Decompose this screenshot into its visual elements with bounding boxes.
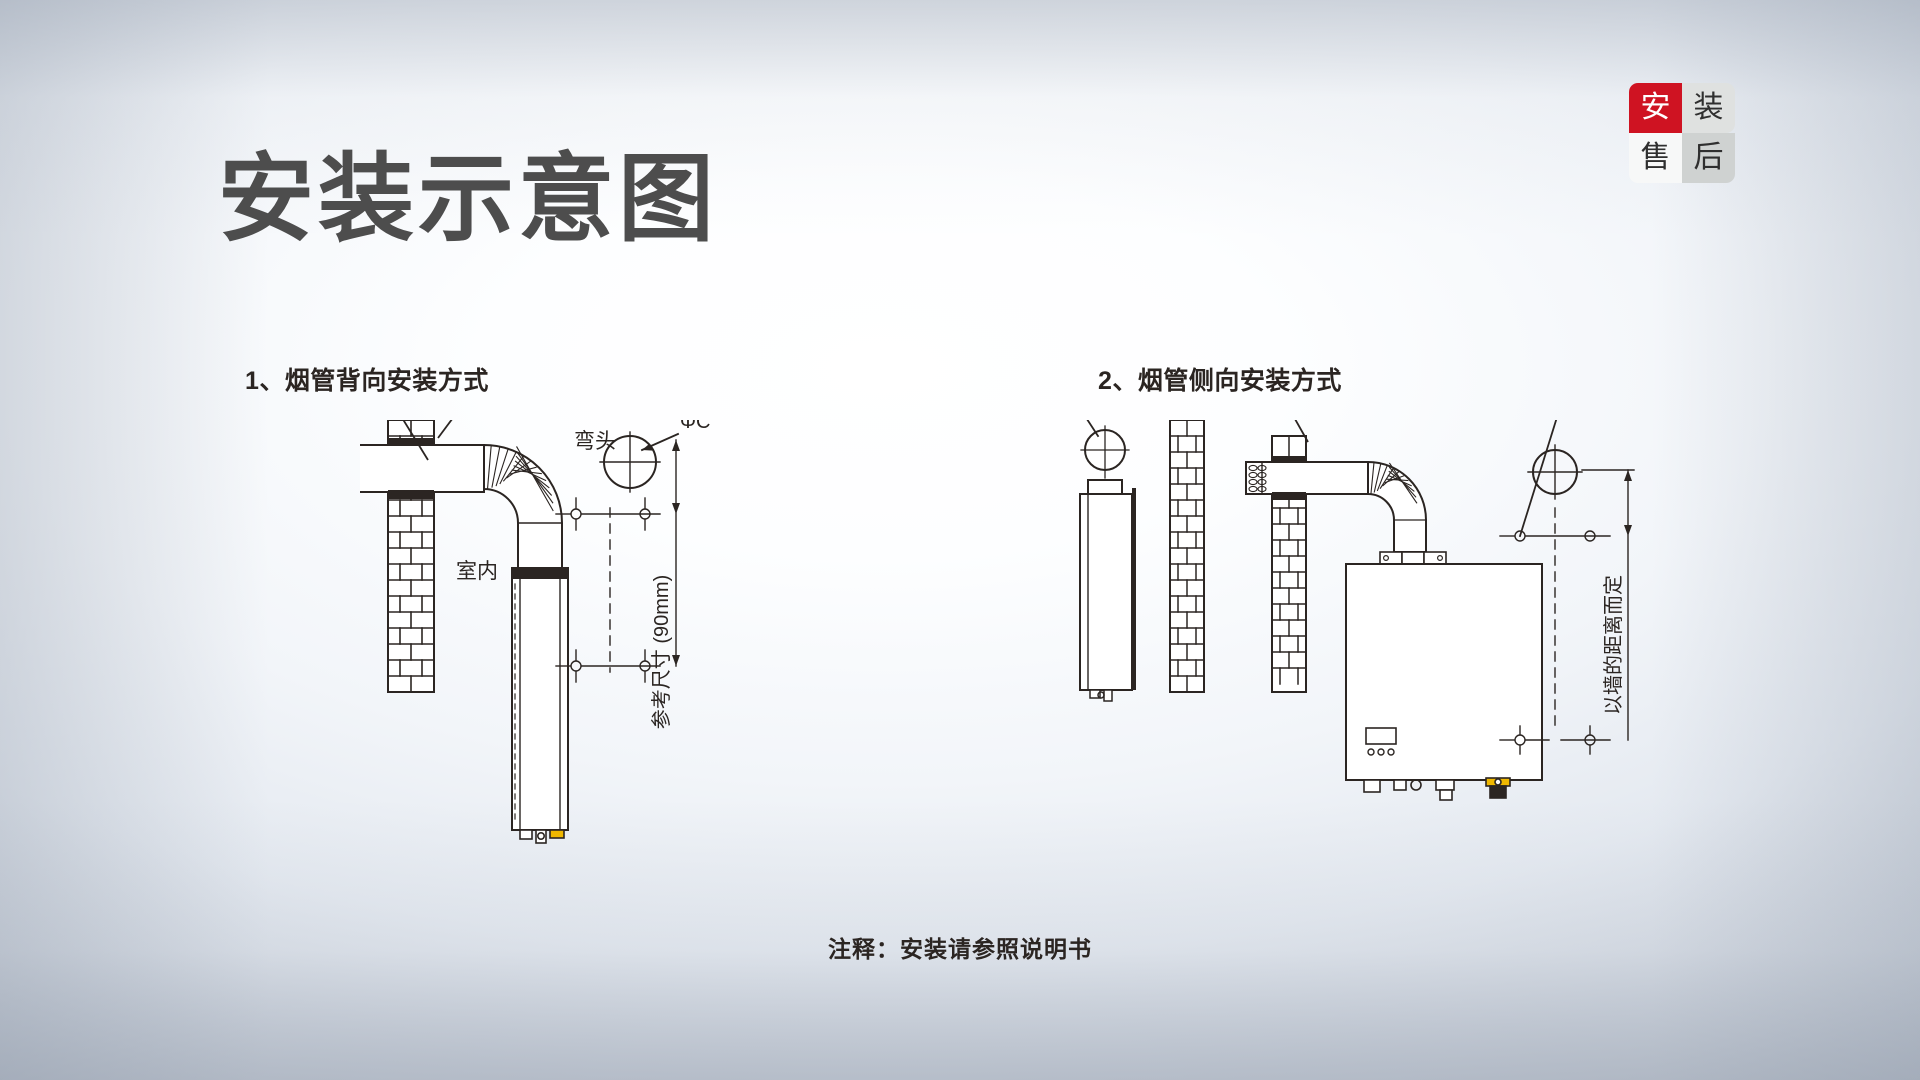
label-elbow: 弯头: [574, 430, 616, 453]
diameter-symbol-left: [599, 431, 680, 493]
subview-heater-front: [1245, 435, 1543, 801]
side-mount-drawing: ΦC D 密封填料 热水器安装孔 以墙的距离而定: [1044, 361, 1635, 801]
water-heater-body-left: [511, 567, 569, 844]
sealing-material-collar: [388, 438, 434, 499]
dimension-construction-left: [555, 439, 680, 683]
page-title: 安装示意图: [218, 146, 718, 253]
water-heater-front: [1345, 551, 1543, 801]
label-diameter-c-left: ΦC: [680, 420, 710, 433]
subview-heater-side: [1066, 388, 1205, 702]
flue-pipe-horizontal: [307, 444, 485, 493]
diagram-side-mount: ΦC D 密封填料 热水器安装孔 以墙的距离而定: [1044, 361, 1650, 890]
heater-bottom-fittings-front: [1363, 777, 1511, 801]
label-wall-distance-note: 以墙的距离而定: [1602, 575, 1625, 715]
logo-tile-shou: 售: [1629, 133, 1682, 183]
footnote-text: 注释：安装请参照说明书: [828, 936, 1092, 962]
heater-bottom-fittings-side: [1089, 689, 1113, 702]
brand-logo: 安 装 售 后: [1629, 83, 1735, 183]
label-reference-dimension: 参考尺寸 (90mm): [650, 575, 673, 729]
section-heading-back-mount: 1、烟管背向安装方式: [245, 367, 489, 395]
label-indoor: 室内: [456, 560, 498, 583]
section-heading-side-mount: 2、烟管侧向安装方式: [1098, 367, 1342, 395]
logo-tile-hou: 后: [1682, 133, 1735, 183]
elbow-bend: [483, 443, 563, 569]
heater-bottom-fittings-left: [519, 829, 565, 844]
diagram-back-mount: 排烟管 墙 密封填料 弯头 ΦC 室外 室内 参考尺寸 (90mm): [298, 367, 920, 890]
logo-tile-zhuang: 装: [1682, 83, 1735, 133]
back-mount-drawing: 排烟管 墙 密封填料 弯头 ΦC 室外 室内 参考尺寸 (90mm): [298, 367, 710, 844]
logo-tile-an: 安: [1629, 83, 1682, 133]
subview-mounting-holes: [1499, 412, 1635, 755]
